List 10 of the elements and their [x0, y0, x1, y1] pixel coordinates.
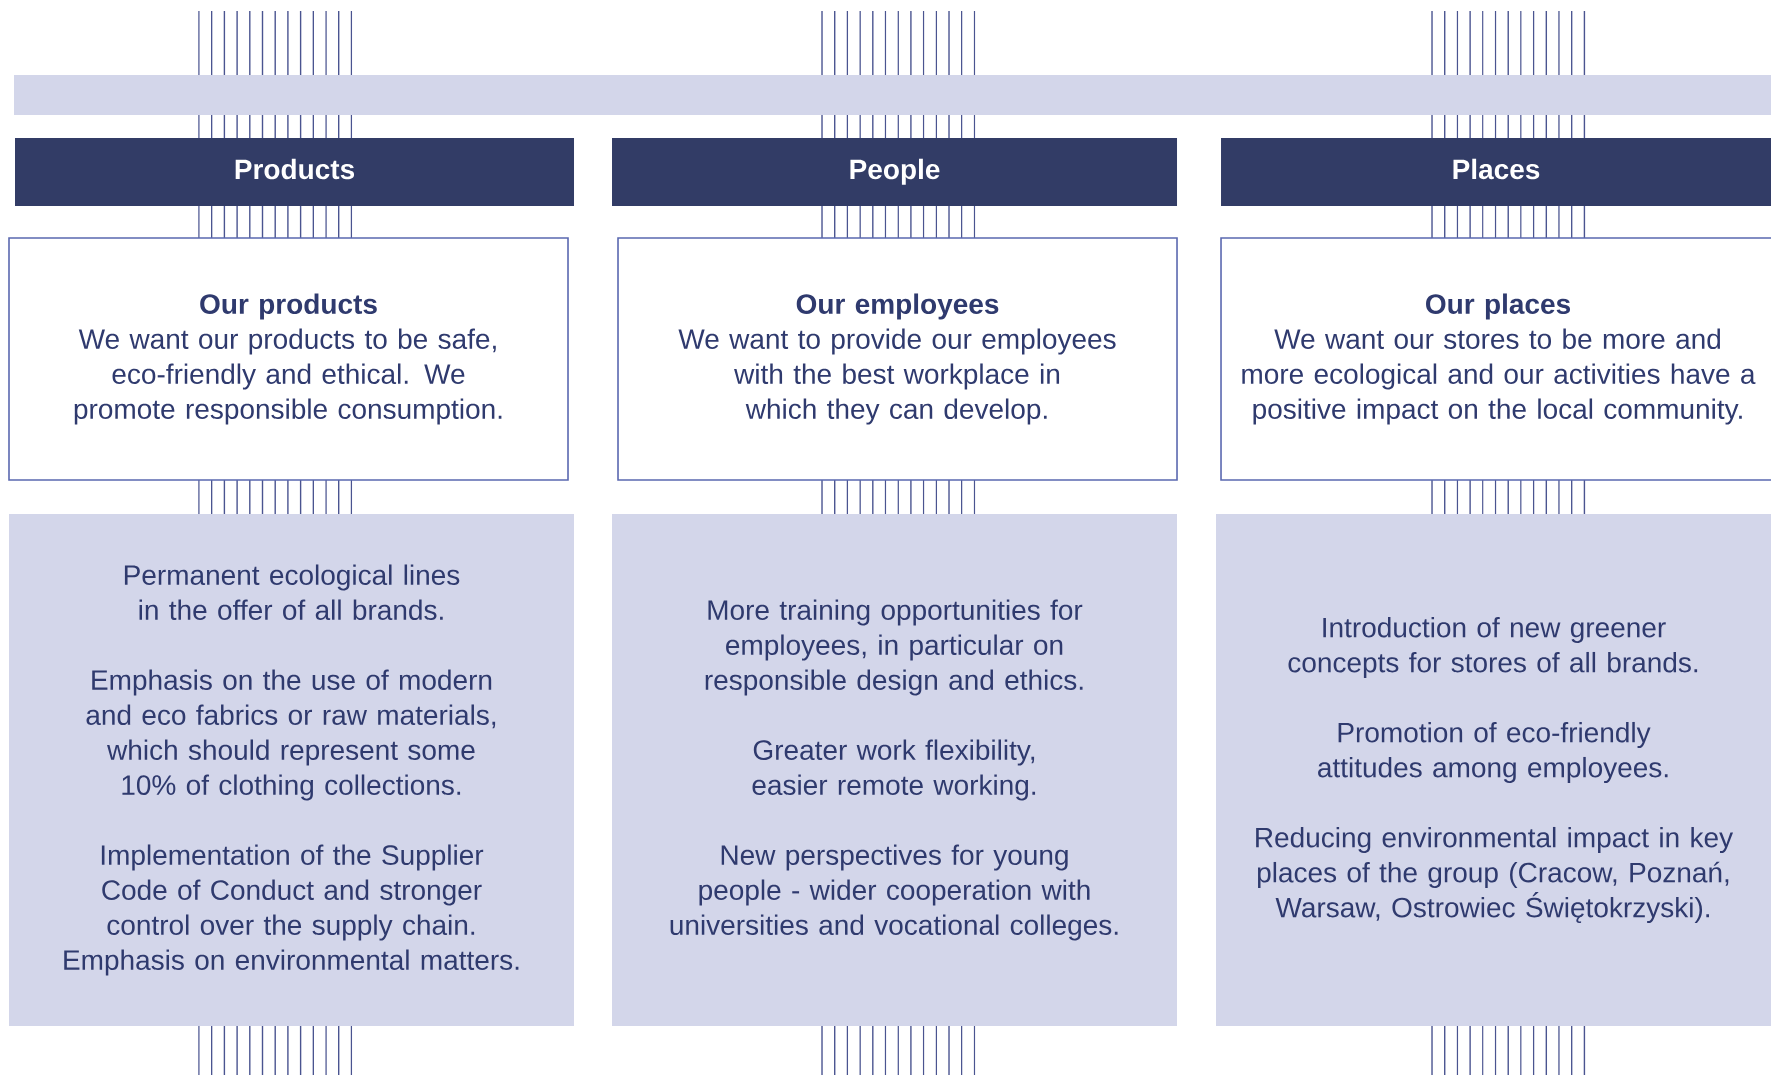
- header-bar: Products: [15, 138, 574, 206]
- goals-panel: Permanent ecological lines in the offer of all brands. Emphasis on the use of modern and eco fabrics or raw materials, which should represent some 10% of clothing collections. Implementation of the Supplier Code of Conduct and stronger control over the supply chain. Emphasis on environmental matters.: [9, 514, 574, 1026]
- intro-box: Our products We want our products to be safe, eco-friendly and ethical. We promote responsible consumption.: [8, 237, 569, 481]
- goals-panel: Introduction of new greener concepts for stores of all brands. Promotion of eco-friendly attitudes among employees. Reducing environmental impact in key places of the group (Cracow, Poznań, Warsaw, Ostrowiec Świętokrzyski).: [1216, 514, 1771, 1026]
- goals-panel: More training opportunities for employees, in particular on responsible design and ethics. Greater work flexibility, easier remote working. New perspectives for young people - wider cooperation with universities and vocational colleges.: [612, 514, 1177, 1026]
- intro-box: Our employees We want to provide our employees with the best workplace in which they can develop.: [617, 237, 1178, 481]
- top-band: [14, 75, 1771, 115]
- header-bar: Places: [1221, 138, 1771, 206]
- intro-box: Our places We want our stores to be more and more ecological and our activities have a positive impact on the local community.: [1220, 237, 1771, 481]
- header-bar: People: [612, 138, 1177, 206]
